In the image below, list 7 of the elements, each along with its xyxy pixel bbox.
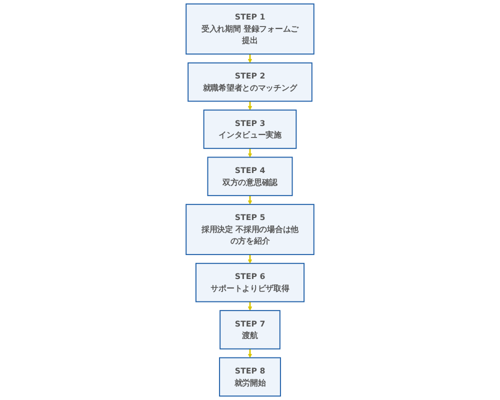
arrow [248, 254, 252, 264]
arrow [248, 348, 252, 358]
arrow [248, 148, 252, 158]
arrow [248, 101, 252, 110]
arrow [248, 196, 252, 205]
arrow [248, 302, 252, 311]
arrow [248, 54, 252, 64]
